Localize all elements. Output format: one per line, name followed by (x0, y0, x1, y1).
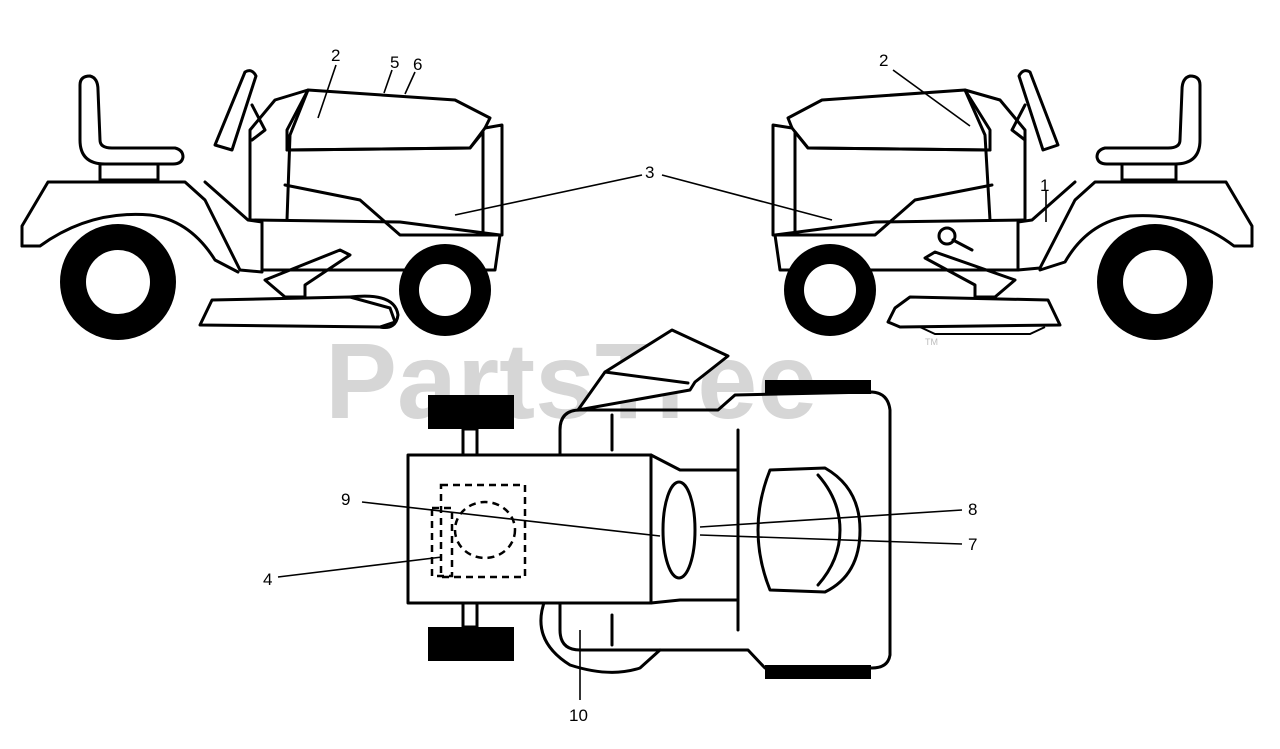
front-tire-top (428, 395, 514, 429)
lift-lever-knob (937, 226, 957, 246)
leader-9 (361, 501, 661, 537)
tractor-top-view (406, 328, 892, 679)
hood (285, 88, 492, 152)
seat-post (98, 162, 160, 182)
leader-3-right (661, 174, 833, 221)
seat-back (78, 74, 185, 166)
callout-2-right: 2 (879, 51, 888, 70)
deck-pedal (263, 248, 352, 299)
dash-tower (963, 88, 1027, 222)
hood-front (771, 123, 797, 237)
tractor-right-view (771, 69, 1254, 340)
callout-numbers: 2 5 6 2 3 1 9 4 8 7 10 (263, 46, 1049, 725)
hood (786, 88, 992, 152)
rear-fender-deck (558, 390, 892, 670)
leader-3-left (454, 174, 643, 216)
callout-2-left: 2 (331, 46, 340, 65)
callout-9: 9 (341, 490, 350, 509)
steering-hub (603, 370, 690, 385)
dash-oval (661, 480, 697, 580)
callout-1: 1 (1040, 176, 1049, 195)
rear-fender-inner (20, 212, 240, 274)
footrest-bottom (539, 598, 662, 674)
leader-2-right (892, 69, 971, 127)
watermark: PartsTree TM (325, 320, 938, 441)
leader-8 (699, 509, 963, 528)
leader-4 (277, 556, 443, 578)
seat-back (1095, 74, 1202, 166)
watermark-text: PartsTree (325, 320, 817, 441)
front-axle-bottom (461, 601, 479, 629)
seat-post (1120, 162, 1178, 182)
front-wheel-hub (804, 264, 856, 316)
callout-4: 4 (263, 570, 272, 589)
leader-6 (404, 71, 416, 95)
callout-6: 6 (413, 55, 422, 74)
leader-7 (699, 534, 963, 545)
callout-3: 3 (645, 163, 654, 182)
steering-wheel (1017, 69, 1060, 152)
mower-chute (348, 294, 400, 329)
hood-top (406, 453, 653, 605)
tractor-left-view (20, 69, 504, 340)
rear-wheel-hub (86, 250, 150, 314)
rear-wheel-hub (1123, 250, 1187, 314)
seat-top-inner (816, 473, 842, 587)
hood-front (481, 123, 504, 237)
leader-2-left (317, 64, 337, 119)
decal-outline-square (439, 483, 527, 579)
callout-5: 5 (390, 53, 399, 72)
front-wheel-hub (419, 264, 471, 316)
steering-wheel (213, 69, 258, 152)
callout-10: 10 (569, 706, 588, 725)
rear-fender-inner (1038, 214, 1254, 272)
deck-pedal (923, 250, 1017, 299)
decal-outline-strip (430, 506, 454, 578)
seat-top (756, 466, 862, 594)
lift-lever (951, 238, 974, 252)
mower-deck (886, 295, 1062, 329)
callout-7: 7 (968, 535, 977, 554)
front-tire-bottom (428, 627, 514, 661)
watermark-trademark: TM (925, 337, 938, 347)
rear-tire-top (765, 380, 871, 394)
callout-8: 8 (968, 500, 977, 519)
steering-column (250, 103, 267, 142)
leader-lines (277, 64, 1047, 700)
deck-skirt (919, 326, 1046, 335)
leader-5 (383, 69, 393, 94)
decal-outline-circle (453, 500, 517, 560)
steering-column (1010, 103, 1027, 142)
